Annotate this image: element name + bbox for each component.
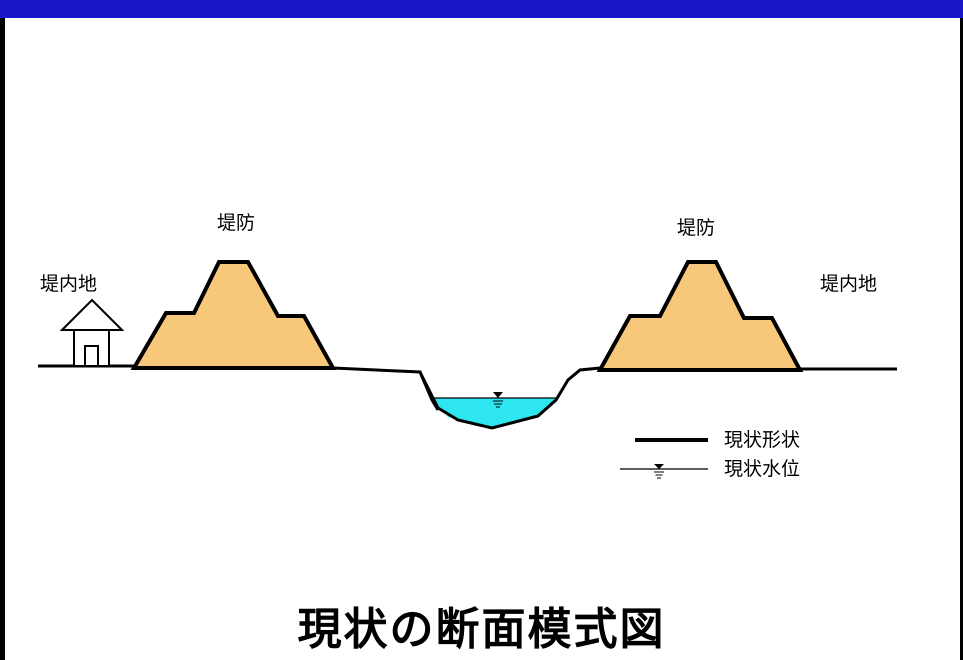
embankment-right [596, 260, 804, 372]
embankment-left-label: 堤防 [217, 212, 256, 234]
embankment-left [130, 260, 337, 370]
water-body [431, 398, 557, 428]
legend-current-shape-label: 現状形状 [724, 429, 801, 451]
frame-right-border [960, 18, 963, 660]
inland-left-label: 堤内地 [40, 273, 98, 295]
house-icon [59, 298, 125, 367]
frame-left-border [0, 18, 5, 660]
legend-water-marker-icon [654, 464, 664, 479]
legend-current-water-level-label: 現状水位 [724, 458, 801, 480]
inland-right-label: 堤内地 [820, 273, 878, 295]
channel-bed [418, 366, 601, 430]
embankment-right-label: 堤防 [677, 217, 716, 239]
water-level-marker-icon [493, 392, 503, 408]
page-title: 現状の断面模式図 [297, 604, 666, 655]
header-bar [0, 0, 963, 18]
